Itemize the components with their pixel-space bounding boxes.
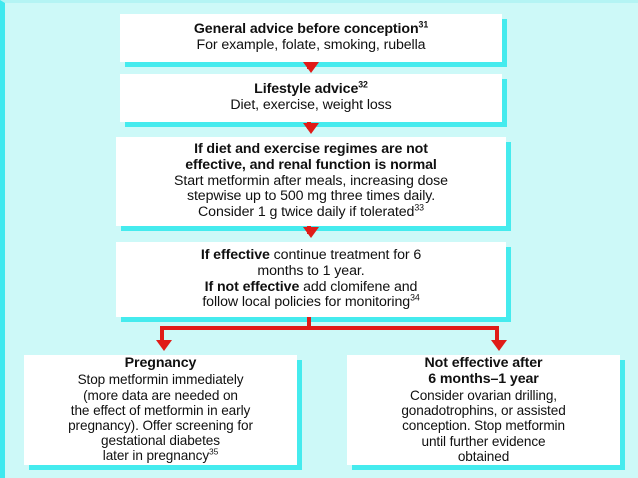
effectiveness-line-2: months to 1 year.: [257, 262, 365, 279]
effectiveness-line-1: If effective continue treatment for 6: [200, 246, 422, 263]
pregnancy-line-2: (more data are needed on: [83, 387, 238, 403]
branch-stem-line: [307, 317, 311, 330]
reference-marker: 33: [414, 202, 424, 213]
not-effective-line-5: obtained: [457, 448, 510, 464]
not-effective-line-2: gonadotrophins, or assisted: [401, 403, 566, 419]
not-effective-line-3: conception. Stop metformin: [402, 418, 565, 434]
not-effective-title-2: 6 months–1 year: [428, 370, 539, 387]
lifestyle-advice-title: Lifestyle advice32: [254, 79, 368, 98]
not-effective-line-1: Consider ovarian drilling,: [409, 387, 557, 403]
general-advice-detail: For example, folate, smoking, rubella: [196, 37, 426, 53]
down-arrow-icon: [303, 227, 319, 238]
diet-line-2: effective, and renal function is normal: [185, 156, 437, 173]
flow-box-lifestyle-advice: Lifestyle advice32 Diet, exercise, weigh…: [120, 74, 502, 122]
down-arrow-icon: [303, 123, 319, 134]
effectiveness-line-3: If not effective add clomifene and: [204, 278, 418, 295]
flow-box-general-advice: General advice before conception31 For e…: [120, 14, 502, 62]
flow-box-effectiveness-review: If effective continue treatment for 6 mo…: [116, 242, 506, 317]
down-arrow-icon: [303, 62, 319, 73]
lifestyle-advice-detail: Diet, exercise, weight loss: [230, 97, 392, 113]
reference-marker: 31: [418, 19, 429, 30]
flow-box-not-effective: Not effective after 6 months–1 year Cons…: [347, 355, 620, 465]
not-effective-line-4: until further evidence: [421, 433, 546, 449]
branch-right-line: [495, 326, 499, 343]
reference-marker: 32: [358, 79, 368, 90]
diet-line-1: If diet and exercise regimes are not: [194, 140, 428, 157]
reference-marker: 34: [410, 292, 420, 303]
down-arrow-icon: [156, 340, 172, 351]
pregnancy-line-6: later in pregnancy35: [102, 446, 219, 464]
pregnancy-title: Pregnancy: [124, 355, 197, 372]
reference-marker: 35: [209, 446, 219, 457]
diet-line-4: stepwise up to 500 mg three times daily.: [186, 188, 436, 205]
effectiveness-line-4: follow local policies for monitoring34: [202, 292, 420, 311]
down-arrow-icon: [491, 340, 507, 351]
general-advice-title: General advice before conception31: [193, 19, 429, 38]
pregnancy-line-5: gestational diabetes: [101, 433, 220, 449]
branch-left-line: [160, 326, 164, 343]
pregnancy-line-3: the effect of metformin in early: [70, 402, 251, 418]
pregnancy-line-1: Stop metformin immediately: [77, 372, 244, 388]
branch-horizontal-bar: [160, 326, 499, 330]
pregnancy-line-4: pregnancy). Offer screening for: [68, 417, 253, 433]
flow-box-pregnancy: Pregnancy Stop metformin immediately (mo…: [24, 355, 297, 465]
not-effective-title-1: Not effective after: [424, 355, 543, 372]
diet-line-5: Consider 1 g twice daily if tolerated33: [198, 202, 424, 221]
flow-box-diet-exercise-regimes: If diet and exercise regimes are not eff…: [116, 137, 506, 226]
diet-line-3: Start metformin after meals, increasing …: [174, 172, 448, 189]
